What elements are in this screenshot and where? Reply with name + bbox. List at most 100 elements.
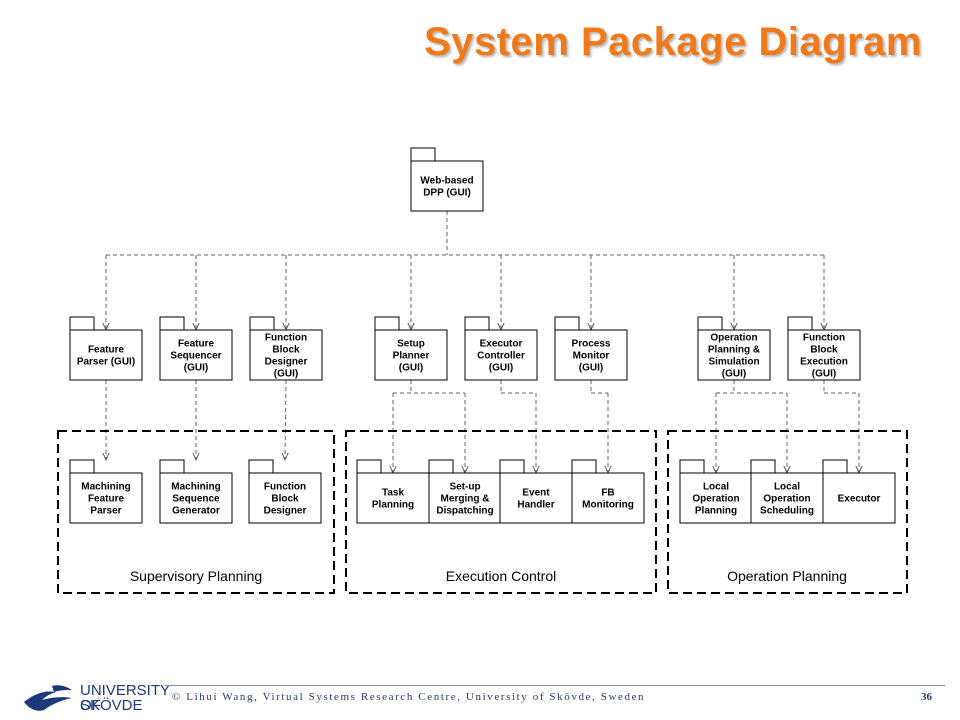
group-frame-supervisory-planning — [57, 430, 335, 594]
package-label-line: Merging & — [441, 494, 490, 505]
package-tab-icon — [159, 459, 185, 474]
package-label-line: Execution — [800, 357, 848, 368]
dependency-line — [285, 379, 286, 460]
package-label-line: Handler — [517, 500, 554, 511]
package-groups: Supervisory Planning Execution Control Ope… — [57, 430, 908, 594]
package-label-line: Designer — [265, 357, 308, 368]
package-label-line: Monitor — [573, 351, 610, 362]
dependency-connectors — [106, 211, 859, 473]
package-label-line: Feature — [88, 494, 125, 505]
package-label-line: Event — [522, 488, 550, 499]
package-tab-icon — [679, 459, 705, 474]
page-number: 36 — [921, 691, 932, 703]
package-tab-icon — [69, 459, 95, 474]
package-label-line: Parser — [90, 506, 121, 517]
logo-text-line2: SKÖVDE — [80, 697, 143, 714]
package-label-line: Feature — [88, 345, 125, 356]
package-tab-icon — [697, 316, 723, 331]
package-tab-icon — [464, 316, 490, 331]
package-label-line: Monitoring — [582, 500, 634, 511]
package-label-line: Planning & — [708, 345, 760, 356]
package-label-line: Function — [264, 482, 306, 493]
package-label-line: (GUI) — [184, 363, 208, 374]
package-label-line: Executor — [480, 339, 523, 350]
package-tab-icon — [554, 316, 580, 331]
package-body — [249, 329, 323, 381]
package-tab-icon — [410, 147, 436, 162]
package-label-line: Operation — [763, 494, 810, 505]
package-tab-icon — [374, 316, 400, 331]
package-label-line: (GUI) — [722, 369, 746, 380]
package-label-line: Operation — [692, 494, 739, 505]
group-label: Supervisory Planning — [130, 568, 262, 584]
package-body — [248, 472, 322, 524]
package-label-line: Dispatching — [436, 506, 493, 517]
footer-copyright: © Lihui Wang, Virtual Systems Research C… — [172, 691, 646, 703]
logo-text-line1: UNIVERSITY OF — [80, 682, 170, 714]
package-executor: Executor — [822, 459, 896, 524]
package-label-line: Scheduling — [760, 506, 814, 517]
footer-divider — [165, 685, 945, 686]
package-label-line: Executor — [838, 494, 881, 505]
package-body — [464, 329, 538, 381]
package-label-line: Local — [774, 482, 800, 493]
slide-title: System Package Diagram — [424, 20, 922, 64]
package-label-line: Block — [272, 345, 300, 356]
package-label-line: Block — [810, 345, 838, 356]
package-tab-icon — [787, 316, 813, 331]
package-body — [428, 472, 502, 524]
package-label-line: (GUI) — [274, 369, 298, 380]
package-body — [159, 472, 233, 524]
package-tab-icon — [69, 316, 95, 331]
package-body — [69, 329, 143, 381]
package-label-line: Local — [703, 482, 729, 493]
group-label: Execution Control — [446, 568, 557, 584]
package-label-line: Feature — [178, 339, 215, 350]
package-label-line: Function — [265, 333, 307, 344]
package-label-line: Task — [382, 488, 404, 499]
package-body — [822, 472, 896, 524]
package-tab-icon — [159, 316, 185, 331]
package-body — [787, 329, 861, 381]
package-tab-icon — [822, 459, 848, 474]
package-body — [159, 329, 233, 381]
package-label-line: (GUI) — [399, 363, 423, 374]
package-body — [697, 329, 771, 381]
group-frame-operation-planning — [667, 430, 908, 594]
package-label-line: FB — [601, 488, 614, 499]
package-tab-icon — [249, 316, 275, 331]
package-body — [499, 472, 573, 524]
package-label-line: (GUI) — [812, 369, 836, 380]
package-body — [750, 472, 824, 524]
package-label-line: Controller — [477, 351, 525, 362]
package-body — [679, 472, 753, 524]
package-body — [410, 160, 484, 212]
bird-logo-icon — [24, 685, 72, 711]
package-body — [571, 472, 645, 524]
package-label-line: Block — [271, 494, 299, 505]
package-label-line: Designer — [264, 506, 307, 517]
package-label-line: (GUI) — [489, 363, 513, 374]
package-label-line: Machining — [81, 482, 130, 493]
package-label-line: Machining — [171, 482, 220, 493]
package-tab-icon — [356, 459, 382, 474]
package-tab-icon — [428, 459, 454, 474]
package-label-line: Process — [572, 339, 611, 350]
package-tab-icon — [750, 459, 776, 474]
package-body — [69, 472, 143, 524]
